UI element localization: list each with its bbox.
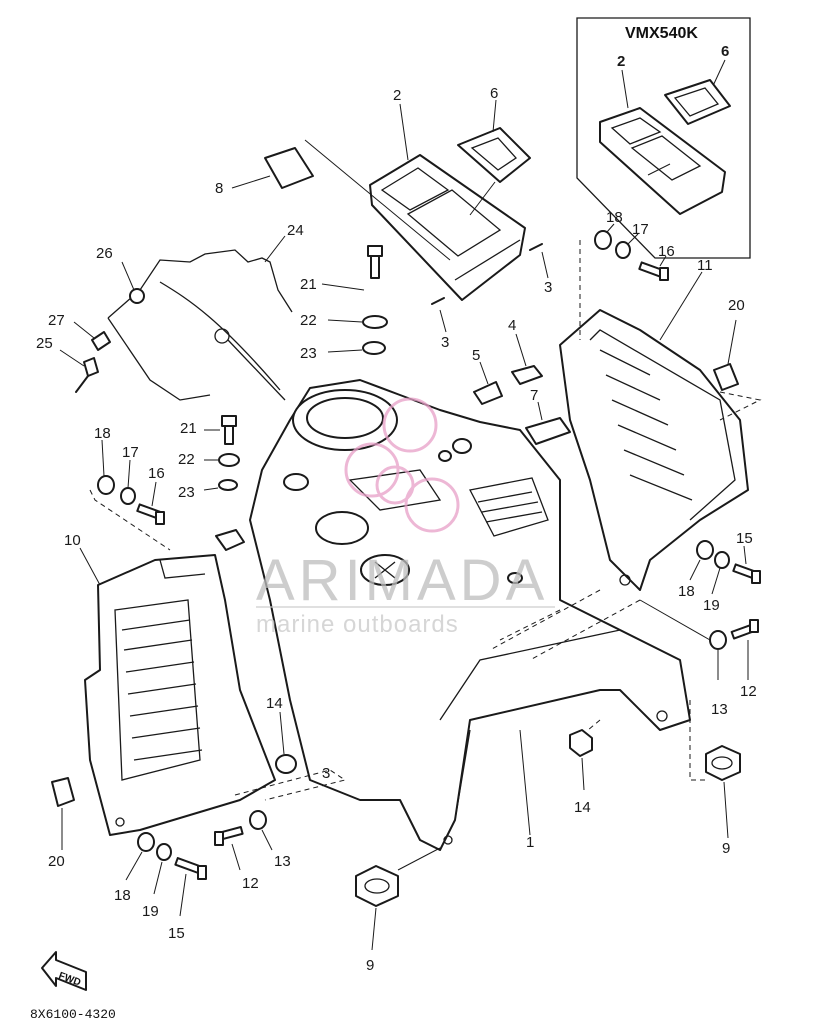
callout-18c: 18	[94, 425, 111, 442]
callout-7: 7	[530, 387, 538, 404]
inset-panel: VMX540K 2 6	[576, 17, 751, 259]
right-grommet-9: 9	[689, 700, 741, 857]
callout-13b: 13	[274, 853, 291, 870]
callout-14a: 14	[266, 695, 283, 712]
center-spacer-14: 14	[569, 719, 601, 816]
parts-25-26-27: 26 27 25	[36, 245, 145, 393]
callout-20a: 20	[728, 297, 745, 314]
left-12-13-fasteners: 12 13 3	[214, 765, 347, 892]
callout-3b: 3	[441, 334, 449, 351]
callout-20b: 20	[48, 853, 65, 870]
part-7-switch: 7	[525, 387, 571, 445]
watermark-brand: ARIMADA	[256, 548, 548, 613]
inset-callout-2: 2	[617, 53, 625, 70]
part-24-harness: 24	[107, 222, 304, 401]
callout-3a: 3	[544, 279, 552, 296]
center-grommet-9: 9	[355, 847, 441, 974]
callout-16a: 16	[658, 243, 675, 260]
callout-17b: 17	[122, 444, 139, 461]
callout-19a: 19	[703, 597, 720, 614]
part-1-main-hood: 1	[249, 379, 691, 851]
callout-6: 6	[490, 85, 498, 102]
callout-12a: 12	[740, 683, 757, 700]
part-3-pins: 3 3	[431, 243, 552, 351]
callout-2: 2	[393, 87, 401, 104]
right-12-13-fasteners: 13 12	[639, 599, 759, 718]
callout-17a: 17	[632, 221, 649, 238]
callout-21a: 21	[300, 276, 317, 293]
callout-5: 5	[472, 347, 480, 364]
callout-23a: 23	[300, 345, 317, 362]
callout-26: 26	[96, 245, 113, 262]
inset-model-title: VMX540K	[625, 25, 698, 42]
callout-16b: 16	[148, 465, 165, 482]
left-lower-fasteners: 18 19 15	[114, 832, 207, 942]
callout-14b: 14	[574, 799, 591, 816]
drawing-code: 8X6100-4320	[30, 1007, 116, 1022]
callout-4: 4	[508, 317, 516, 334]
watermark-tagline: marine outboards	[256, 611, 459, 638]
part-2-cover: 2	[304, 87, 526, 301]
callout-10: 10	[64, 532, 81, 549]
parts-4-5-clips: 4 5	[472, 317, 543, 405]
callout-18b: 18	[678, 583, 695, 600]
inset-callout-6: 6	[721, 43, 729, 60]
callout-18a: 18	[606, 209, 623, 226]
part-6-badge: 6	[457, 85, 531, 216]
part-10-left-louver-panel: 10	[64, 489, 276, 836]
callout-3c: 3	[322, 765, 330, 782]
callout-8: 8	[215, 180, 223, 197]
left-fastener-stack: 21 22 23	[178, 415, 245, 551]
callout-21b: 21	[180, 420, 197, 437]
callout-9a: 9	[722, 840, 730, 857]
callout-25: 25	[36, 335, 53, 352]
right-upper-fasteners: 18 17 16	[594, 209, 675, 281]
callout-22b: 22	[178, 451, 195, 468]
part-20-left-bracket: 20	[48, 777, 75, 870]
left-upper-fasteners: 18 17 16	[94, 425, 165, 525]
part-8-decal: 8	[215, 147, 314, 197]
right-lower-fasteners: 18 19 15	[678, 530, 761, 614]
callout-24: 24	[287, 222, 304, 239]
callout-15b: 15	[168, 925, 185, 942]
callout-27: 27	[48, 312, 65, 329]
callout-23b: 23	[178, 484, 195, 501]
callout-11: 11	[697, 257, 713, 274]
callout-19b: 19	[142, 903, 159, 920]
callout-18d: 18	[114, 887, 131, 904]
callout-12b: 12	[242, 875, 259, 892]
watermark: ARIMADA marine outboards	[256, 397, 555, 638]
left-spacer-14: 14	[266, 695, 297, 774]
part-20-right-bracket: 20	[713, 297, 762, 421]
callout-15a: 15	[736, 530, 753, 547]
fwd-arrow: FWD	[41, 951, 87, 991]
callout-22a: 22	[300, 312, 317, 329]
callout-13a: 13	[711, 701, 728, 718]
callout-1: 1	[526, 834, 534, 851]
upper-fastener-stack: 21 22 23	[300, 245, 388, 362]
callout-9b: 9	[366, 957, 374, 974]
part-11-right-louver-panel: 11	[559, 240, 749, 591]
